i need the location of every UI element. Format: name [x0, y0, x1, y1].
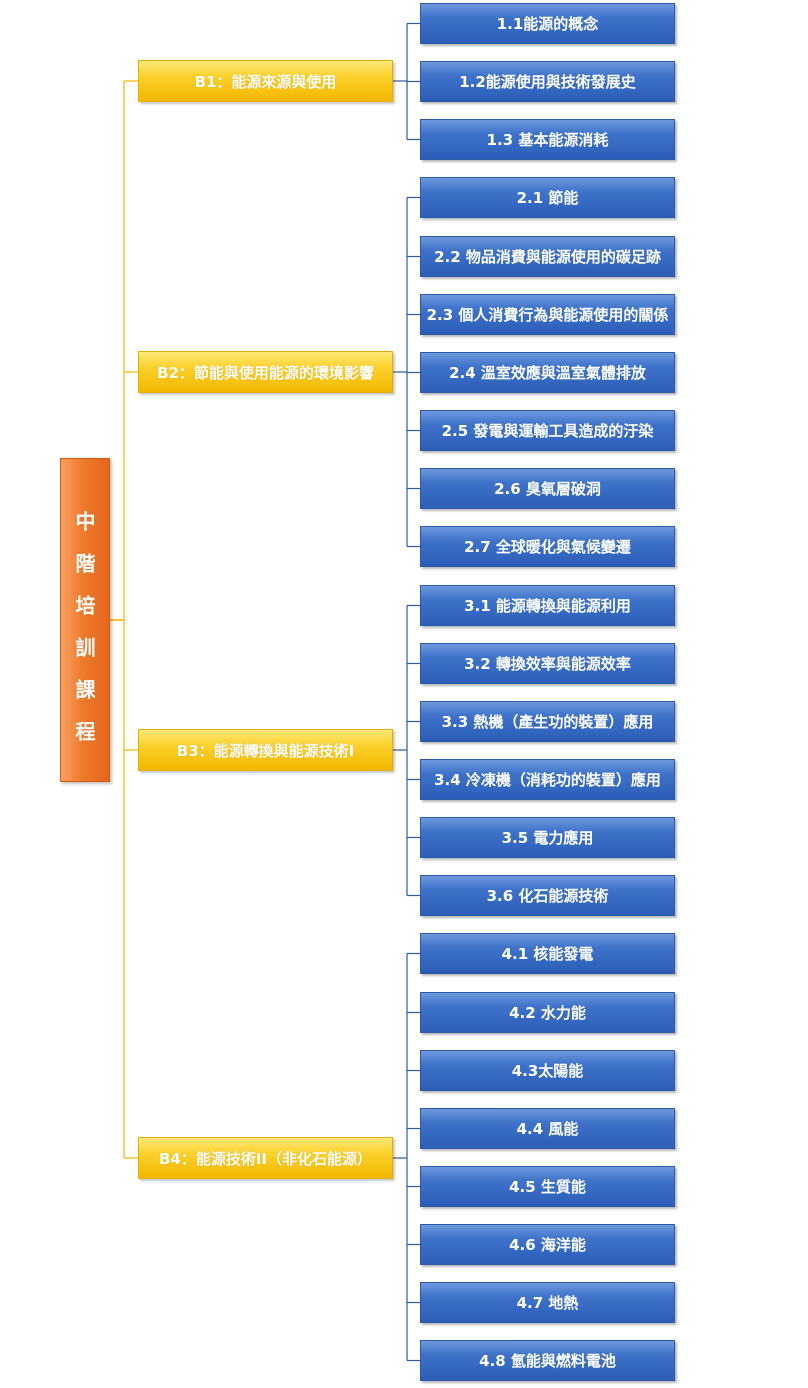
topic-node-2-4: 2.4 溫室效應與溫室氣體排放: [420, 352, 675, 393]
topic-node-3-2: 3.2 轉換效率與能源效率: [420, 643, 675, 684]
topic-node-4-5: 4.5 生質能: [420, 1166, 675, 1207]
topic-node-3-6: 3.6 化石能源技術: [420, 875, 675, 916]
topic-node-2-3: 2.3 個人消費行為與能源使用的關係: [420, 294, 675, 335]
topic-node-2-6: 2.6 臭氧層破洞: [420, 468, 675, 509]
topic-node-2-7: 2.7 全球暖化與氣候變遷: [420, 526, 675, 567]
topic-node-1-3: 1.3 基本能源消耗: [420, 119, 675, 160]
topic-node-4-2: 4.2 水力能: [420, 992, 675, 1033]
topic-node-4-7: 4.7 地熱: [420, 1282, 675, 1323]
topic-node-4-3: 4.3太陽能: [420, 1050, 675, 1091]
topic-node-4-6: 4.6 海洋能: [420, 1224, 675, 1265]
root-node-course: 中階培訓課程: [60, 458, 110, 782]
category-node-b3: B3：能源轉換與能源技術I: [138, 729, 393, 771]
topic-node-4-1: 4.1 核能發電: [420, 933, 675, 974]
topic-node-4-8: 4.8 氫能與燃料電池: [420, 1340, 675, 1381]
topic-node-1-1: 1.1能源的概念: [420, 3, 675, 44]
category-node-b2: B2：節能與使用能源的環境影響: [138, 351, 393, 393]
topic-node-2-5: 2.5 發電與運輸工具造成的汙染: [420, 410, 675, 451]
category-node-b1: B1：能源來源與使用: [138, 60, 393, 102]
topic-node-2-1: 2.1 節能: [420, 177, 675, 218]
topic-node-4-4: 4.4 風能: [420, 1108, 675, 1149]
topic-node-3-3: 3.3 熱機（產生功的裝置）應用: [420, 701, 675, 742]
topic-node-2-2: 2.2 物品消費與能源使用的碳足跡: [420, 236, 675, 277]
topic-node-1-2: 1.2能源使用與技術發展史: [420, 61, 675, 102]
topic-node-3-1: 3.1 能源轉換與能源利用: [420, 585, 675, 626]
topic-node-3-5: 3.5 電力應用: [420, 817, 675, 858]
category-node-b4: B4：能源技術II（非化石能源）: [138, 1137, 393, 1179]
topic-node-3-4: 3.4 冷凍機（消耗功的裝置）應用: [420, 759, 675, 800]
